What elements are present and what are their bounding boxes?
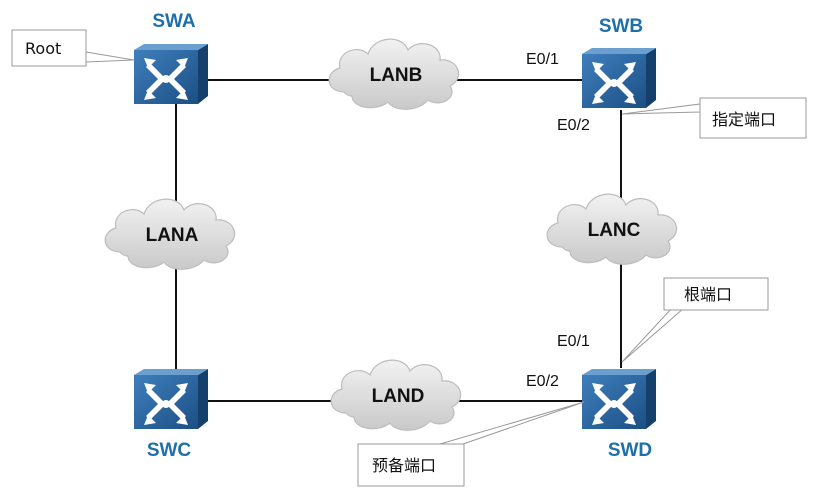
switch-swb: SWB	[582, 16, 656, 108]
switch-icon	[582, 48, 656, 108]
switch-swd: SWD	[582, 369, 656, 461]
lan-label-lana: LANA	[146, 225, 199, 246]
callout-alternate-port: 预备端口	[357, 401, 585, 487]
switch-icon	[134, 369, 208, 429]
port-label-swd-e01: E0/1	[557, 333, 590, 350]
callout-root-port: 根端口	[621, 277, 769, 363]
cloud-lanc: LANC	[546, 193, 678, 265]
switch-icon	[582, 369, 656, 429]
callout-text-root: Root	[25, 39, 61, 58]
cloud-lanb: LANB	[328, 38, 460, 110]
switch-label-swc: SWC	[147, 440, 192, 461]
callout-text-designated-port: 指定端口	[712, 110, 776, 129]
callout-root: Root	[11, 29, 135, 67]
port-label-swb-e01: E0/1	[526, 51, 559, 68]
cloud-land: LAND	[330, 359, 462, 431]
switch-label-swb: SWB	[599, 16, 643, 37]
callout-text-root-port: 根端口	[684, 285, 732, 304]
lan-label-lanc: LANC	[588, 220, 641, 241]
lan-label-lanb: LANB	[370, 65, 423, 86]
switch-label-swd: SWD	[608, 440, 652, 461]
port-label-swd-e02: E0/2	[526, 373, 559, 390]
callout-text-alternate-port: 预备端口	[372, 456, 436, 475]
switch-label-swa: SWA	[152, 11, 196, 32]
cloud-lana: LANA	[104, 198, 236, 270]
callout-designated-port: 指定端口	[621, 97, 807, 139]
switch-swa: SWA	[134, 11, 208, 104]
switch-icon	[134, 44, 208, 104]
switch-swc: SWC	[134, 369, 208, 461]
port-label-swb-e02: E0/2	[557, 117, 590, 134]
lan-label-land: LAND	[372, 386, 425, 407]
